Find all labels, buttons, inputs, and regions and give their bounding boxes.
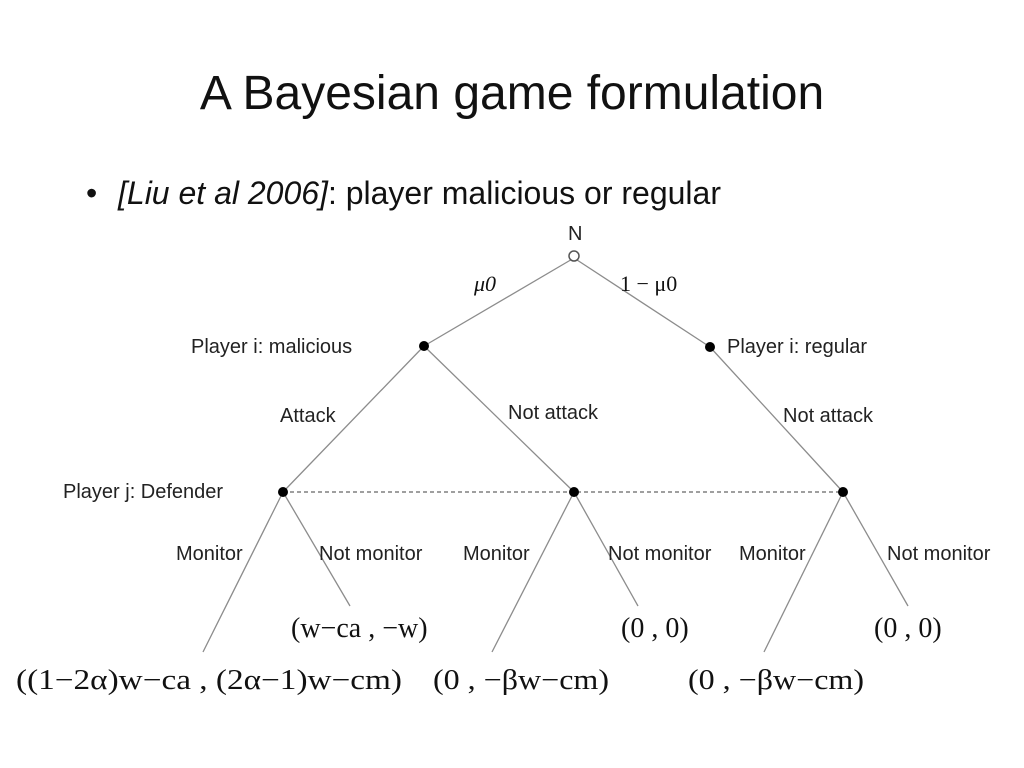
regular-node [705,342,715,352]
defender-node-1 [278,487,288,497]
root-label: N [568,223,582,245]
not-monitor-label-2: Not monitor [608,543,712,565]
edge-not-monitor-3 [842,491,909,607]
bullet-text: : player malicious or regular [327,175,721,211]
not-monitor-label-1: Not monitor [319,543,423,565]
monitor-label-3: Monitor [739,543,806,565]
payoff-mal-noattack-monitor: (0 , −βw−cm) [433,665,609,696]
defender-node-2 [569,487,579,497]
edge-attack [282,345,425,493]
defender-node-3 [838,487,848,497]
edge-not-attack-regular [709,346,844,493]
prob-right: 1 − μ0 [620,271,677,296]
payoff-reg-noattack-not-monitor: (0 , 0) [874,613,942,644]
bullet-item: • [Liu et al 2006]: player malicious or r… [86,172,721,214]
bullet-citation: [Liu et al 2006] [118,175,328,211]
edge-root-malicious [423,257,575,347]
payoff-attack-not-monitor: (w−ca , −w) [291,613,428,644]
action-not-attack-right-label: Not attack [783,405,874,427]
edge-monitor-3 [763,491,844,653]
prob-left: μ0 [473,271,496,296]
type-regular-label: Player i: regular [727,336,867,358]
chance-node [568,250,580,262]
monitor-label-2: Monitor [463,543,530,565]
edge-not-monitor-1 [282,491,351,607]
type-malicious-label: Player i: malicious [191,336,352,358]
edge-monitor-1 [202,491,284,653]
payoff-attack-monitor: ((1−2α)w−ca , (2α−1)w−cm) [16,665,402,696]
edge-not-attack-malicious [423,345,575,493]
payoff-mal-noattack-not-monitor: (0 , 0) [621,613,689,644]
edge-root-regular [573,257,711,348]
bullet-dot: • [86,175,98,211]
defender-label: Player j: Defender [63,481,223,503]
action-not-attack-left-label: Not attack [508,402,599,424]
edge-monitor-2 [491,491,575,653]
malicious-node [419,341,429,351]
monitor-label-1: Monitor [176,543,243,565]
action-attack-label: Attack [280,405,337,427]
slide-title: A Bayesian game formulation [199,67,825,120]
not-monitor-label-3: Not monitor [887,543,991,565]
edge-not-monitor-2 [573,491,639,607]
payoff-reg-noattack-monitor: (0 , −βw−cm) [688,665,864,696]
